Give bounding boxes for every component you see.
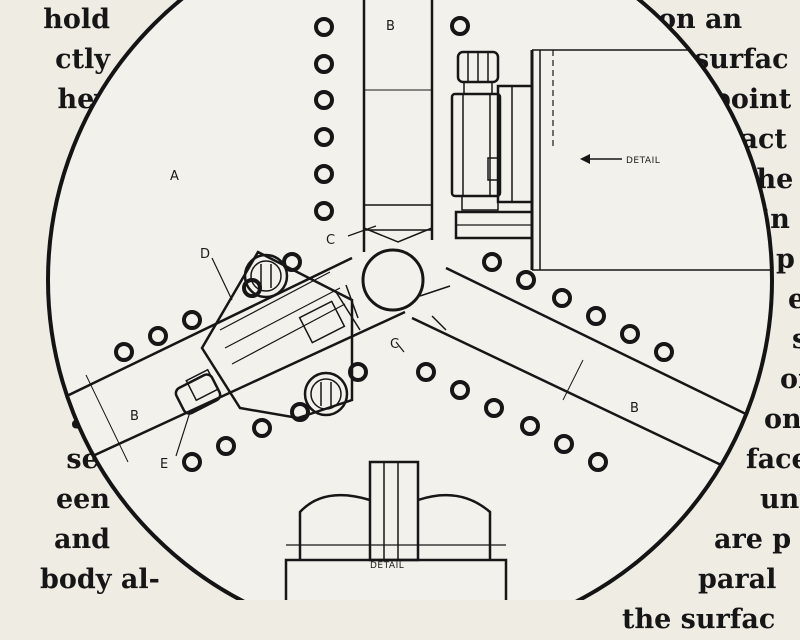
label-E: E <box>160 457 168 472</box>
label-detail-right: DETAIL <box>626 156 660 166</box>
left-line-14: and <box>53 524 110 555</box>
bolt-hole <box>416 362 436 382</box>
label-B-left: B <box>130 409 139 424</box>
bolt-hole <box>182 310 202 330</box>
right-line-8: e <box>788 284 800 315</box>
bolt-hole <box>314 54 334 74</box>
right-line-11: on <box>764 404 800 435</box>
bolt-hole <box>450 16 470 36</box>
bolt-hole <box>216 436 236 456</box>
label-C-lower: C <box>390 337 399 352</box>
center-bore <box>361 248 425 312</box>
bolt-hole <box>314 164 334 184</box>
bolt-holes <box>114 16 674 472</box>
right-line-15: paral <box>698 564 777 595</box>
label-A: A <box>170 169 179 184</box>
bolt-hole <box>148 326 168 346</box>
right-line-9: s <box>792 324 800 355</box>
right-line-13: unti <box>760 484 800 515</box>
right-line-14: are p <box>714 524 792 555</box>
bolt-hole <box>520 416 540 436</box>
bolt-hole <box>314 127 334 147</box>
right-line-12: face <box>746 444 800 475</box>
right-line-7: p <box>776 244 795 275</box>
bolt-hole <box>314 17 334 37</box>
bolt-hole <box>182 452 202 472</box>
bolt-hole <box>554 434 574 454</box>
left-clamp-block <box>174 250 354 420</box>
bolt-hole <box>252 418 272 438</box>
top-detail-assembly <box>450 49 772 271</box>
bolt-hole <box>588 452 608 472</box>
bolt-hole <box>348 362 368 382</box>
leader-lines <box>175 225 405 457</box>
bolt-hole <box>114 342 134 362</box>
left-line-1: hold <box>43 4 110 35</box>
bottom-detail <box>284 460 508 600</box>
label-B-top: B <box>386 19 395 34</box>
left-line-2: ctly <box>55 44 110 75</box>
chuck-diagram: A B B B C C D E DETAIL DETAIL <box>46 0 774 600</box>
bolt-hole <box>482 252 502 272</box>
bolt-hole <box>282 252 302 272</box>
bolt-hole <box>242 278 262 298</box>
bolt-hole <box>654 342 674 362</box>
label-C-upper: C <box>326 233 335 248</box>
bolt-hole <box>450 380 470 400</box>
left-line-13: een <box>56 484 110 515</box>
label-B-right: B <box>630 401 639 416</box>
bolt-hole <box>586 306 606 326</box>
bolt-hole <box>314 201 334 221</box>
bolt-hole <box>484 398 504 418</box>
chuck-body-circle <box>46 0 774 600</box>
right-line-16: the surfac <box>622 604 776 635</box>
right-line-10: on <box>780 364 800 395</box>
bolt-hole <box>290 402 310 422</box>
bolt-hole <box>620 324 640 344</box>
label-detail-bottom: DETAIL <box>370 561 404 571</box>
label-D: D <box>200 247 210 262</box>
bolt-hole <box>314 90 334 110</box>
right-line-2: surfac <box>694 44 789 75</box>
top-jaw-slot <box>362 0 434 252</box>
bolt-hole <box>552 288 572 308</box>
bolt-hole <box>516 270 536 290</box>
